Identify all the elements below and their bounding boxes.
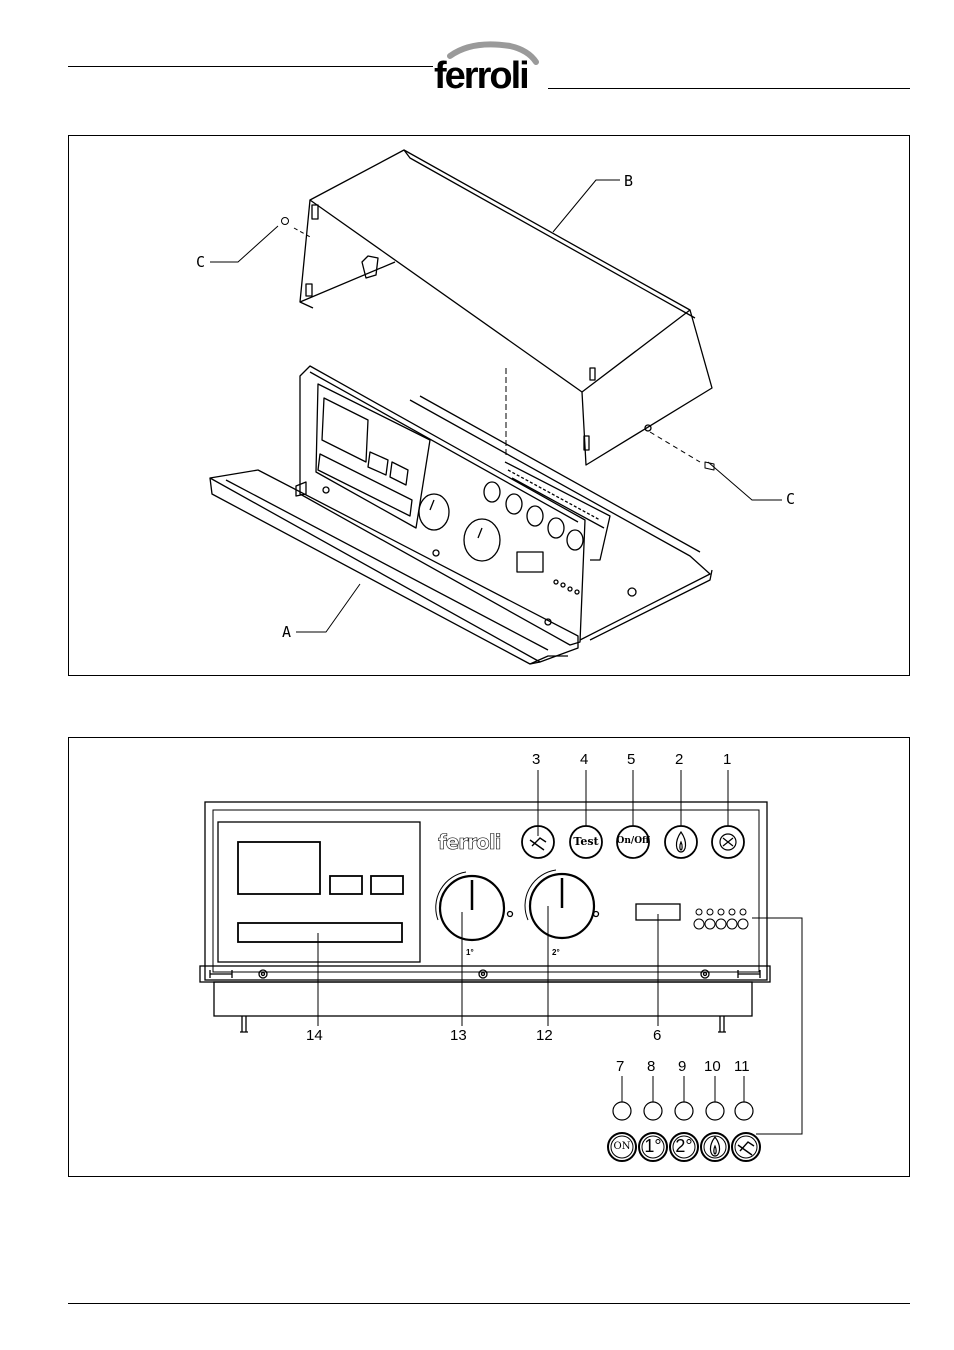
- callout-12: 12: [536, 1028, 553, 1043]
- control-box-drawing: [210, 366, 712, 664]
- flame-icon: [710, 1137, 719, 1156]
- knob-first-stage[interactable]: [436, 872, 513, 940]
- led-8: [644, 1102, 662, 1120]
- test-button-label: Test: [570, 835, 602, 848]
- knob-first-label: 1°: [466, 948, 474, 957]
- brand-logo-text: ferroli: [434, 55, 528, 97]
- led-8-label: 1°: [639, 1136, 667, 1157]
- leader-lines: [210, 180, 782, 632]
- reset-icon: [720, 834, 736, 850]
- callout-7: 7: [616, 1059, 624, 1074]
- footer-rule: [68, 1303, 910, 1304]
- callout-11: 11: [734, 1059, 750, 1074]
- figure-exploded-drawing: [69, 136, 909, 675]
- led-7: [613, 1102, 631, 1120]
- callout-label-b: B: [624, 174, 633, 189]
- brand-logo: ferroli: [432, 40, 550, 100]
- led-9-label: 2°: [670, 1136, 698, 1157]
- callout-label-c-left: C: [196, 255, 205, 270]
- callout-14: 14: [306, 1028, 323, 1043]
- burner-icon: [738, 1142, 754, 1155]
- led-7-label: ON: [608, 1141, 636, 1152]
- header-rule-left: [68, 66, 433, 67]
- led-10: [706, 1102, 724, 1120]
- callout-label-a: A: [282, 625, 291, 640]
- panel-logo: ferroli: [438, 830, 500, 854]
- burner-icon: [530, 838, 546, 850]
- callout-4: 4: [580, 752, 588, 767]
- panel-leader-lines: [318, 770, 802, 1134]
- callout-5: 5: [627, 752, 635, 767]
- callout-label-c-right: C: [786, 492, 795, 507]
- callout-1: 1: [723, 752, 731, 767]
- knob-second-stage[interactable]: [525, 870, 598, 938]
- led-11: [735, 1102, 753, 1120]
- callout-13: 13: [450, 1028, 467, 1043]
- header-rule-right: [548, 88, 910, 89]
- figure-panel-drawing: [69, 738, 909, 1176]
- on-off-button-label: On/Off: [614, 836, 652, 846]
- led-9: [675, 1102, 693, 1120]
- callout-8: 8: [647, 1059, 655, 1074]
- callout-6: 6: [653, 1028, 661, 1043]
- callout-10: 10: [704, 1059, 721, 1074]
- panel-led-row: [694, 909, 748, 929]
- flame-icon: [676, 832, 685, 852]
- callout-9: 9: [678, 1059, 686, 1074]
- callout-2: 2: [675, 752, 683, 767]
- callout-3: 3: [532, 752, 540, 767]
- knob-second-label: 2°: [552, 948, 560, 957]
